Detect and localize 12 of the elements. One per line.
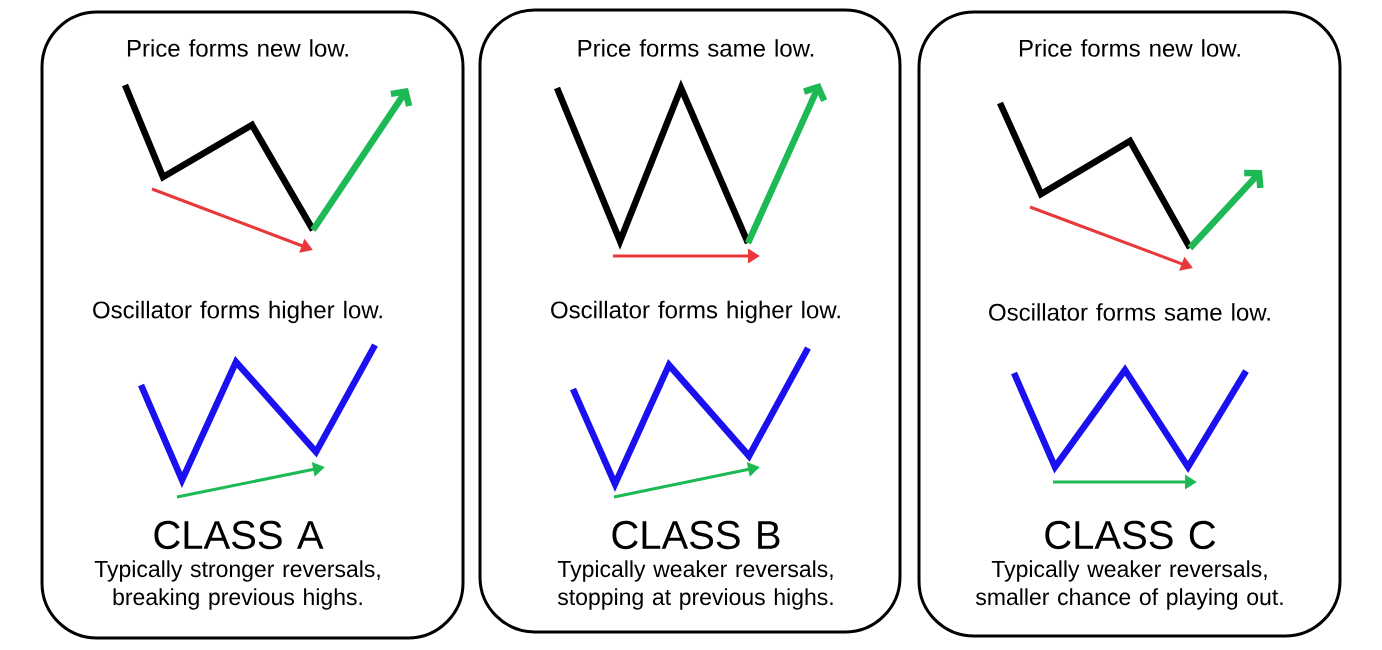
chart-caption: Oscillator forms higher low. [93, 300, 382, 324]
description: Typically stronger reversals, breaking previous highs. [94, 560, 380, 610]
chart-caption: Oscillator forms higher low. [551, 300, 840, 324]
chart-caption: Price forms same low. [578, 39, 814, 57]
chart-caption: Price forms new low. [127, 39, 348, 57]
class-heading: CLASS A [154, 520, 324, 550]
description: Typically weaker reversals, stopping at previous highs. [557, 560, 833, 610]
class-heading: CLASS C [1045, 520, 1216, 550]
description: Typically weaker reversals, smaller chance of playing out. [975, 560, 1283, 610]
chart-caption: Oscillator forms same low. [989, 303, 1270, 321]
chart-caption: Price forms new low. [1019, 39, 1240, 57]
class-heading: CLASS B [612, 520, 780, 550]
